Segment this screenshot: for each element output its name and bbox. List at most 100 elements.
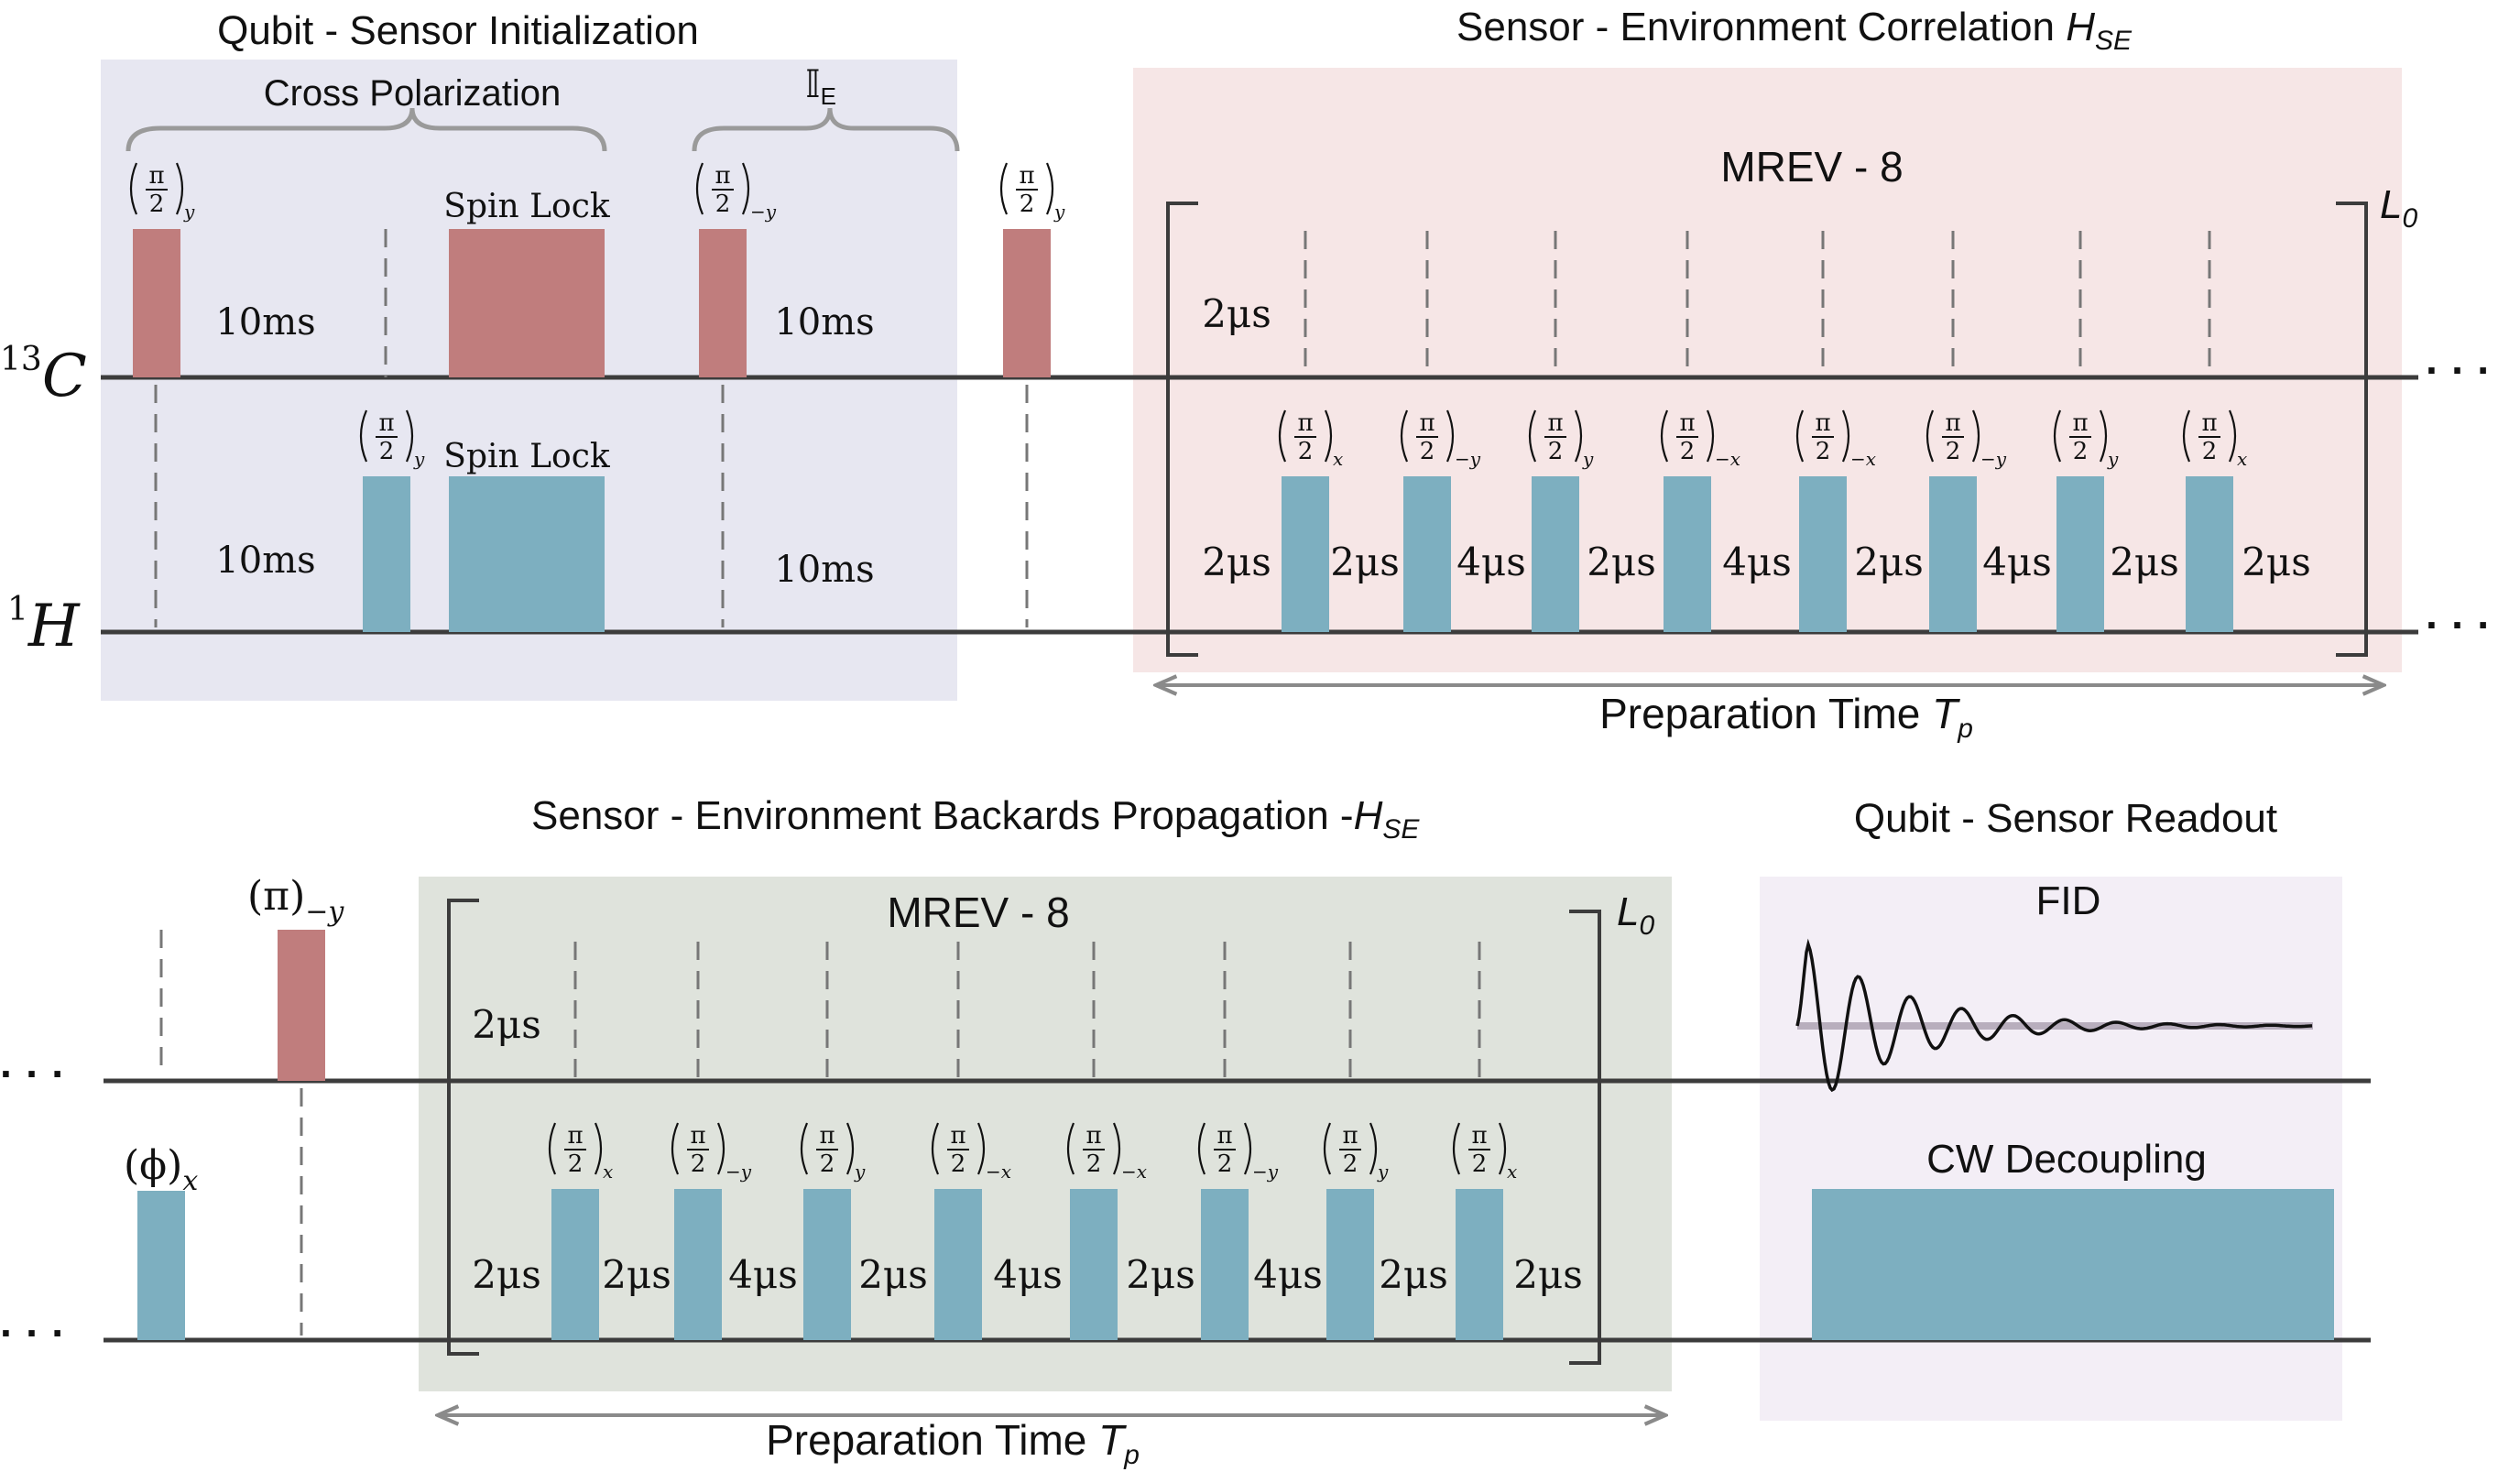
mrev-title: MREV - 8: [1720, 143, 1903, 191]
pulse-phase-subscript: y: [1377, 1161, 1389, 1183]
pulse-denominator: 2: [1020, 191, 1035, 218]
pulse-numerator: π: [1342, 1122, 1358, 1150]
mrev-pulse: [1326, 1189, 1374, 1340]
mrev-delay-label: 2μs: [2242, 540, 2311, 584]
pulse-denominator: 2: [1420, 438, 1435, 465]
pulse-numerator: π: [1471, 1122, 1487, 1150]
cw-decoupling-block: [1812, 1189, 2334, 1340]
mrev-pulse: [551, 1189, 599, 1340]
pulse-angle-label: π2 −x: [1660, 409, 1740, 470]
pulse-numerator: π: [2201, 409, 2217, 437]
pulse-phase-subscript: −y: [725, 1161, 752, 1183]
pulse-denominator: 2: [1816, 438, 1831, 465]
pulse-phase-subscript: −y: [1980, 448, 2007, 470]
pulse-phase-subscript: y: [413, 448, 425, 470]
pulse-denominator: 2: [691, 1150, 706, 1178]
pulse-numerator: π: [715, 162, 730, 190]
mrev-delay-label: 4μs: [1722, 540, 1792, 584]
mrev-delay-label: 2μs: [472, 1252, 541, 1297]
mrev-delay-label: 4μs: [1253, 1252, 1323, 1297]
pulse-numerator: π: [1945, 409, 1960, 437]
carbon-pi-pulse: [278, 930, 325, 1081]
pulse-phase-subscript: x: [1333, 448, 1343, 470]
backward-title: Sensor - Environment Backards Propagatio…: [531, 793, 1420, 845]
pulse-numerator: π: [148, 162, 164, 190]
pulse-phase-subscript: −x: [1715, 448, 1740, 470]
mrev-delay-label: 2μs: [1513, 1252, 1583, 1297]
readout-title: Qubit - Sensor Readout: [1854, 796, 2277, 841]
pulse-numerator: π: [1547, 409, 1563, 437]
pulse-numerator: π: [950, 1122, 965, 1150]
pulse-denominator: 2: [1472, 1150, 1488, 1178]
initialization-title: Qubit - Sensor Initialization: [217, 8, 699, 53]
proton-channel-label: 1H: [7, 591, 81, 660]
pulse-numerator: π: [690, 1122, 705, 1150]
mrev-delay-label: 2μs: [1379, 1252, 1448, 1297]
pulse-phase-subscript: y: [1582, 448, 1594, 470]
mrev-title: MREV - 8: [887, 889, 1069, 936]
pulse-numerator: π: [1297, 409, 1313, 437]
proton-continuation: · · ·: [0, 1309, 66, 1357]
fid-label: FID: [2036, 878, 2101, 923]
pulse-angle-label: π2−x: [1066, 1122, 1147, 1183]
loop-bracket-right: [2336, 202, 2368, 657]
pi-pulse-label: (π)−y: [247, 873, 344, 928]
pulse-denominator: 2: [568, 1150, 584, 1178]
mrev-pulse: [1532, 476, 1579, 632]
pulse-angle-label: π2 −y: [1925, 409, 2007, 470]
pulse-denominator: 2: [820, 1150, 835, 1178]
pulse-phase-subscript: x: [603, 1161, 613, 1183]
proton-spin-lock-block: [449, 476, 605, 632]
pulse-numerator: π: [1815, 409, 1830, 437]
mrev-delay-label: 2μs: [858, 1252, 928, 1297]
pulse-denominator: 2: [1946, 438, 1961, 465]
fid-signal-curve: [1795, 938, 2313, 1093]
carbon-channel-label: 13C: [0, 341, 87, 410]
mrev-delay-label: 4μs: [1456, 540, 1526, 584]
proton-pi-half-pulse: [363, 476, 410, 632]
pulse-numerator: π: [1216, 1122, 1232, 1150]
pulse-numerator: π: [567, 1122, 583, 1150]
loop-bracket-left: [447, 899, 479, 1356]
delay-label: 10ms: [215, 540, 315, 582]
preparation-time-label: Preparation Time Tp: [766, 1416, 1140, 1470]
mrev-delay-label: 2μs: [2110, 540, 2179, 584]
pulse-phase-subscript: y: [2107, 448, 2119, 470]
pulse-denominator: 2: [1343, 1150, 1358, 1178]
carbon-pi-half-pulse-1: [133, 229, 180, 377]
pulse-numerator: π: [1419, 409, 1435, 437]
correlation-title: Sensor - Environment Correlation HSE: [1456, 5, 2133, 56]
mrev-delay-label: 2μs: [1126, 1252, 1195, 1297]
identity-brace: [692, 107, 960, 152]
identity-label: 𝕀E: [805, 62, 836, 110]
preparation-time-label: Preparation Time Tp: [1599, 690, 1973, 744]
pulse-angle-label: π2−y: [1197, 1122, 1279, 1183]
pulse-phase-subscript: y: [854, 1161, 866, 1183]
loop-bracket-left: [1166, 202, 1198, 657]
pulse-angle-label: π2−y: [695, 162, 777, 223]
pulse-angle-label: π2 −y: [671, 1122, 752, 1183]
pulse-phase-subscript: −y: [1455, 448, 1481, 470]
carbon-pi-half-pulse-3: [1003, 229, 1051, 377]
pulse-denominator: 2: [1298, 438, 1314, 465]
mrev-delay-label: 2μs: [1330, 540, 1400, 584]
pulse-numerator: π: [1679, 409, 1695, 437]
mrev-pulse: [803, 1189, 851, 1340]
delay-label: 10ms: [774, 549, 874, 591]
spin-lock-proton-label: Spin Lock: [443, 438, 611, 475]
mrev-delay-label: 4μs: [993, 1252, 1063, 1297]
pulse-phase-subscript: x: [2237, 448, 2247, 470]
mrev-delay-label: 4μs: [728, 1252, 798, 1297]
pulse-denominator: 2: [1680, 438, 1696, 465]
cw-decoupling-label: CW Decoupling: [1926, 1137, 2207, 1182]
